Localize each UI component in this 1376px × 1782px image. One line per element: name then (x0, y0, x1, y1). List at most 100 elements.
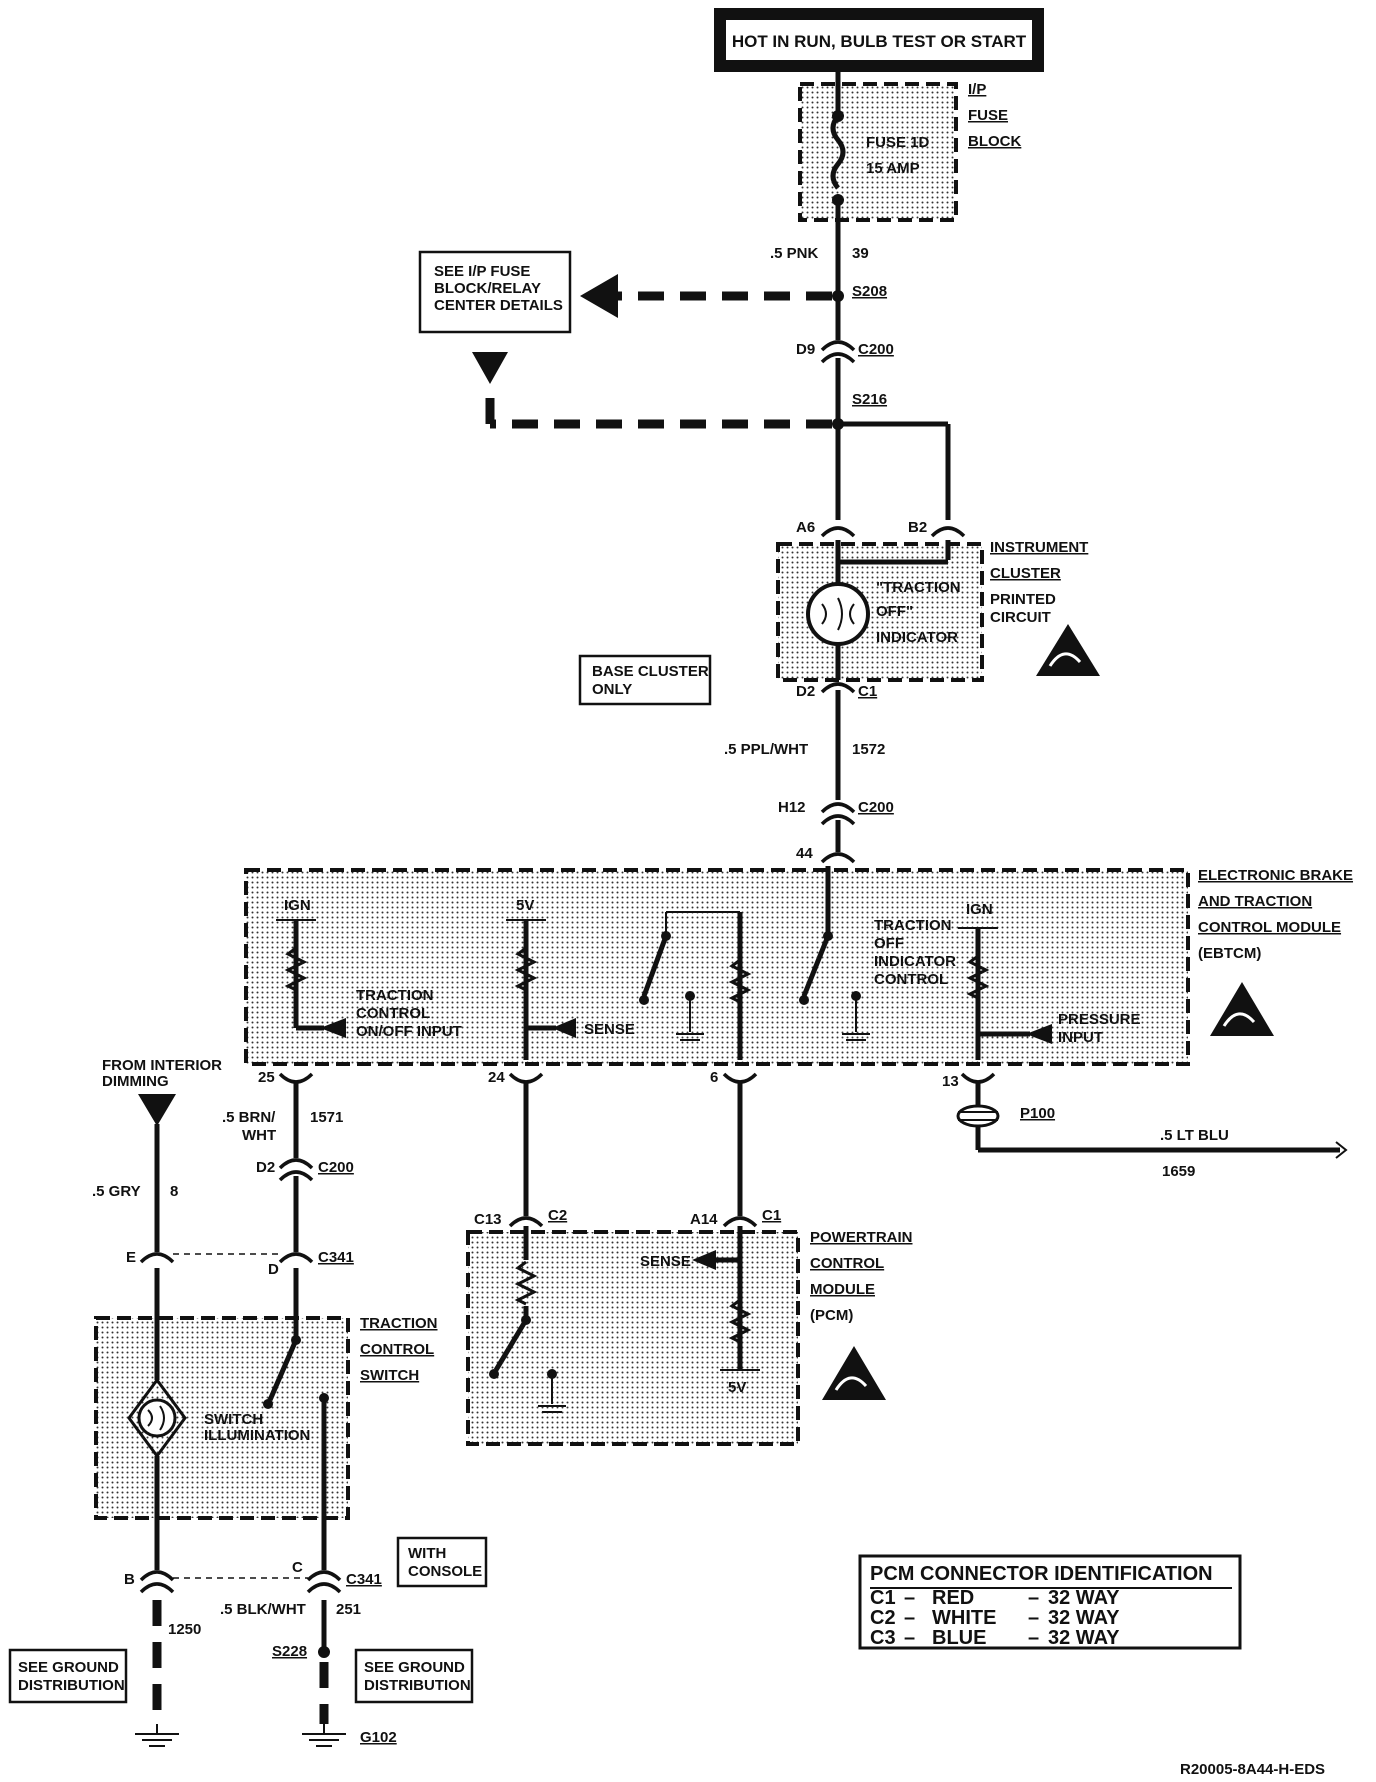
p100-passthrough (956, 1104, 1000, 1128)
svg-text:BLOCK/RELAY: BLOCK/RELAY (434, 280, 541, 297)
ground-symbol-icon (302, 1724, 346, 1747)
svg-text:SEE GROUND: SEE GROUND (364, 1659, 465, 1676)
see-ip-fuse-note: SEE I/P FUSE BLOCK/RELAY CENTER DETAILS (418, 250, 572, 334)
svg-text:INPUT: INPUT (1058, 1029, 1103, 1046)
svg-text:D2: D2 (796, 683, 815, 700)
svg-text:E: E (126, 1249, 136, 1266)
svg-text:C1: C1 (870, 1587, 896, 1609)
svg-text:C1: C1 (762, 1207, 781, 1224)
svg-text:CIRCUIT: CIRCUIT (990, 609, 1051, 626)
svg-text:25: 25 (258, 1069, 275, 1086)
svg-text:.5 LT BLU: .5 LT BLU (1160, 1127, 1229, 1144)
svg-text:5V: 5V (728, 1379, 746, 1396)
svg-text:"TRACTION: "TRACTION (876, 579, 961, 596)
svg-text:CONTROL: CONTROL (810, 1255, 884, 1272)
svg-text:CONTROL: CONTROL (360, 1341, 434, 1358)
power-source-box: HOT IN RUN, BULB TEST OR START (714, 8, 1044, 72)
svg-text:C341: C341 (346, 1571, 382, 1588)
svg-text:C341: C341 (318, 1249, 354, 1266)
svg-text:–: – (1028, 1587, 1039, 1609)
see-ground-note-left: SEE GROUND DISTRIBUTION (8, 1648, 128, 1704)
svg-text:24: 24 (488, 1069, 505, 1086)
svg-text:32 WAY: 32 WAY (1048, 1587, 1120, 1609)
footer-code: R20005-8A44-H-EDS (1180, 1761, 1325, 1778)
svg-text:TRACTION: TRACTION (360, 1315, 438, 1332)
table-row: C1 – RED – 32 WAY (870, 1587, 1120, 1609)
fuse-rating: 15 AMP (866, 160, 920, 177)
svg-text:PRINTED: PRINTED (990, 591, 1056, 608)
svg-text:B2: B2 (908, 519, 927, 536)
svg-text:WHITE: WHITE (932, 1607, 996, 1629)
svg-text:.5 GRY: .5 GRY (92, 1183, 141, 1200)
svg-text:1571: 1571 (310, 1109, 343, 1126)
source-arrow-icon (138, 1094, 176, 1126)
traction-control-switch (94, 1316, 350, 1520)
esd-warning-icon-pcm (822, 1346, 886, 1400)
svg-text:IGN: IGN (284, 897, 311, 914)
fuse-block: FUSE 1D 15 AMP I/P FUSE BLOCK (798, 72, 1021, 222)
svg-text:CONTROL: CONTROL (356, 1005, 430, 1022)
svg-text:IGN: IGN (966, 901, 993, 918)
svg-text:MODULE: MODULE (810, 1281, 875, 1298)
s208-label: S208 (852, 283, 887, 300)
svg-text:ONLY: ONLY (592, 681, 632, 698)
svg-text:6: 6 (710, 1069, 718, 1086)
svg-text:C200: C200 (858, 341, 894, 358)
svg-text:C2: C2 (548, 1207, 567, 1224)
svg-text:DISTRIBUTION: DISTRIBUTION (18, 1677, 125, 1694)
svg-text:OFF": OFF" (876, 603, 913, 620)
illumination-bulb-icon (137, 1398, 177, 1438)
svg-text:32 WAY: 32 WAY (1048, 1607, 1120, 1629)
pcm-connector-table: PCM CONNECTOR IDENTIFICATION C1 – RED – … (858, 1554, 1242, 1650)
instrument-cluster: "TRACTION OFF" INDICATOR (776, 540, 984, 682)
svg-text:BASE CLUSTER: BASE CLUSTER (592, 663, 709, 680)
svg-text:OFF: OFF (874, 935, 904, 952)
svg-text:D: D (268, 1261, 279, 1278)
svg-text:C13: C13 (474, 1211, 502, 1228)
svg-text:INDICATOR: INDICATOR (874, 953, 956, 970)
svg-text:PRESSURE: PRESSURE (1058, 1011, 1141, 1028)
svg-text:251: 251 (336, 1601, 361, 1618)
svg-text:CLUSTER: CLUSTER (990, 565, 1061, 582)
fuse-name: FUSE 1D (866, 134, 930, 151)
svg-text:5V: 5V (516, 897, 534, 914)
svg-text:INSTRUMENT: INSTRUMENT (990, 539, 1088, 556)
svg-text:WHT: WHT (242, 1127, 276, 1144)
svg-text:P100: P100 (1020, 1105, 1055, 1122)
svg-text:–: – (904, 1627, 915, 1649)
svg-text:44: 44 (796, 845, 813, 862)
svg-text:A14: A14 (690, 1211, 718, 1228)
svg-text:SWITCH: SWITCH (204, 1411, 263, 1428)
svg-text:–: – (904, 1587, 915, 1609)
pcm-module (466, 1226, 800, 1446)
svg-text:SEE GROUND: SEE GROUND (18, 1659, 119, 1676)
svg-text:(PCM): (PCM) (810, 1307, 853, 1324)
ebtcm-module (244, 866, 1190, 1066)
svg-text:.5 BRN/: .5 BRN/ (222, 1109, 276, 1126)
svg-text:ELECTRONIC BRAKE: ELECTRONIC BRAKE (1198, 867, 1353, 884)
svg-text:C200: C200 (858, 799, 894, 816)
svg-text:CONTROL: CONTROL (874, 971, 948, 988)
table-title: PCM CONNECTOR IDENTIFICATION (870, 1563, 1213, 1585)
ground-symbol-icon (135, 1724, 179, 1747)
svg-text:1659: 1659 (1162, 1163, 1195, 1180)
fuse-block-label-2: FUSE (968, 107, 1008, 124)
svg-text:C: C (292, 1559, 303, 1576)
svg-text:INDICATOR: INDICATOR (876, 629, 958, 646)
see-ground-note-right: SEE GROUND DISTRIBUTION (354, 1648, 474, 1704)
arrow-left-icon (580, 274, 618, 318)
svg-text:TRACTION: TRACTION (874, 917, 952, 934)
svg-text:1572: 1572 (852, 741, 885, 758)
with-console-note: WITH CONSOLE (396, 1536, 488, 1588)
table-row: C2 – WHITE – 32 WAY (870, 1607, 1120, 1629)
svg-text:S228: S228 (272, 1643, 307, 1660)
svg-text:–: – (1028, 1627, 1039, 1649)
svg-text:DIMMING: DIMMING (102, 1073, 169, 1090)
base-cluster-note: BASE CLUSTER ONLY (578, 654, 712, 706)
svg-text:H12: H12 (778, 799, 806, 816)
svg-text:8: 8 (170, 1183, 178, 1200)
power-source-label: HOT IN RUN, BULB TEST OR START (732, 32, 1027, 51)
svg-text:B: B (124, 1571, 135, 1588)
indicator-lamp-icon (806, 582, 870, 646)
